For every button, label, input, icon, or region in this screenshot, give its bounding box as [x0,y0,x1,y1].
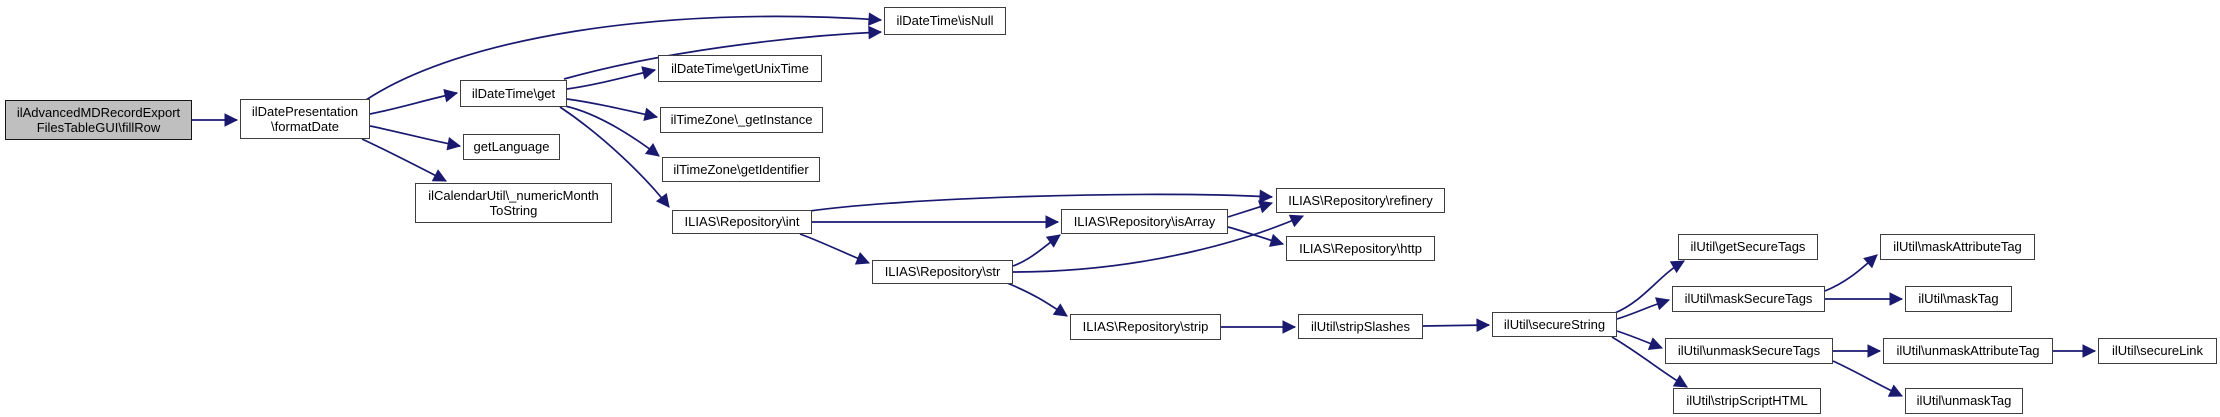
edge-get-to-getUnixTime [566,66,657,90]
graph-node-label: ilDatePresentation [251,103,359,119]
graph-node-label: ilTimeZone\getIdentifier [673,161,809,177]
graph-node-label: \formatDate [271,119,339,134]
graph-node-label: ilUtil\maskAttributeTag [1893,239,2022,255]
graph-node-maskSecureTags[interactable]: ilUtil\maskSecureTags [1672,286,1825,312]
graph-node-label: ILIAS\Repository\isArray [1073,213,1216,229]
graph-node-http[interactable]: ILIAS\Repository\http [1286,236,1435,261]
graph-node-getInstance[interactable]: ilTimeZone\_getInstance [660,107,823,133]
edge-secureString-to-getSecureTags [1614,260,1685,314]
edge-str-to-refinery [1012,214,1304,273]
graph-node-label: ILIAS\Repository\str [884,264,1001,280]
edge-get-to-isNull [563,25,883,80]
graph-node-label: ILIAS\Repository\strip [1082,319,1209,335]
graph-node-getUnixTime[interactable]: ilDateTime\getUnixTime [658,55,822,82]
edge-stripSlashes-to-secureString [1422,318,1491,332]
graph-node-int[interactable]: ILIAS\Repository\int [672,210,812,234]
edge-get-to-getIdentifier [564,105,660,157]
edge-formatDate-to-numericMonthToString [361,138,447,182]
graph-node-secureLink[interactable]: ilUtil\secureLink [2098,338,2217,364]
graph-node-label: ilCalendarUtil\_numericMonth [428,187,599,203]
edge-secureString-to-unmaskSecureTags [1616,330,1664,350]
graph-node-label: ilUtil\maskTag [1918,291,1999,307]
graph-node-label: ilAdvancedMDRecordExport [16,104,181,120]
edge-formatDate-to-isNull [365,12,883,101]
graph-node-label: ilDateTime\getUnixTime [671,60,809,76]
graph-node-getLanguage[interactable]: getLanguage [463,134,560,160]
graph-node-label: ILIAS\Repository\refinery [1288,192,1433,208]
edge-int-to-refinery [809,189,1274,212]
graph-node-label: ilUtil\secureString [1503,316,1606,332]
edge-isArray-to-http [1227,226,1285,247]
graph-node-getIdentifier[interactable]: ilTimeZone\getIdentifier [662,157,820,182]
edge-isArray-to-refinery [1227,200,1274,218]
edge-str-to-strip [1006,282,1068,317]
edge-maskSecureTags-to-maskAttributeTag [1824,254,1878,292]
edge-secureString-to-stripScriptHTML [1611,336,1688,388]
graph-node-unmaskTag[interactable]: ilUtil\unmaskTag [1905,388,2023,414]
edge-secureString-to-maskSecureTags [1616,297,1671,320]
graph-node-label: getLanguage [473,139,550,155]
graph-node-get[interactable]: ilDateTime\get [460,80,567,107]
edge-unmaskSecureTags-to-unmaskTag [1832,360,1903,397]
graph-node-label: ToString [489,203,538,218]
graph-node-stripSlashes[interactable]: ilUtil\stripSlashes [1298,314,1423,339]
graph-node-label: FilesTableGUI\fillRow [36,120,161,135]
graph-node-label: ilDateTime\get [471,85,556,101]
graph-node-unmaskAttributeTag[interactable]: ilUtil\unmaskAttributeTag [1883,338,2053,364]
graph-node-getSecureTags[interactable]: ilUtil\getSecureTags [1678,234,1818,260]
edge-formatDate-to-get [369,89,459,115]
graph-node-label: ilUtil\stripSlashes [1311,318,1410,334]
graph-node-maskAttributeTag[interactable]: ilUtil\maskAttributeTag [1880,234,2035,260]
edge-get-to-int [559,106,670,208]
graph-node-label: ilDateTime\isNull [896,13,994,29]
graph-node-formatDate[interactable]: ilDatePresentation\formatDate [240,99,370,139]
graph-node-label: ilUtil\unmaskTag [1916,393,2012,409]
edge-formatDate-to-getLanguage [369,125,462,151]
graph-node-isArray[interactable]: ILIAS\Repository\isArray [1061,209,1228,234]
graph-node-label: ilUtil\unmaskSecureTags [1677,343,1821,359]
graph-node-label: ilTimeZone\_getInstance [670,112,813,128]
edge-int-to-str [799,233,871,265]
graph-node-label: ILIAS\Repository\http [1299,240,1422,256]
graph-node-unmaskSecureTags[interactable]: ilUtil\unmaskSecureTags [1665,338,1833,364]
graph-node-isNull[interactable]: ilDateTime\isNull [884,7,1006,35]
graph-node-label: ilUtil\secureLink [2111,343,2204,359]
graph-node-strip[interactable]: ILIAS\Repository\strip [1070,314,1221,340]
graph-node-refinery[interactable]: ILIAS\Repository\refinery [1276,188,1445,213]
graph-node-label: ilUtil\unmaskAttributeTag [1896,343,2040,359]
graph-node-label: ilUtil\maskSecureTags [1684,291,1813,307]
edge-str-to-isArray [1012,234,1061,267]
graph-node-label: ilUtil\getSecureTags [1690,239,1806,255]
edge-get-to-getInstance [566,98,659,121]
graph-node-label: ILIAS\Repository\int [684,214,800,230]
graph-node-stripScriptHTML[interactable]: ilUtil\stripScriptHTML [1673,388,1821,414]
graph-node-maskTag[interactable]: ilUtil\maskTag [1905,286,2012,312]
graph-node-str[interactable]: ILIAS\Repository\str [872,260,1013,284]
graph-node-label: ilUtil\stripScriptHTML [1686,393,1808,409]
graph-node-secureString[interactable]: ilUtil\secureString [1492,312,1617,337]
